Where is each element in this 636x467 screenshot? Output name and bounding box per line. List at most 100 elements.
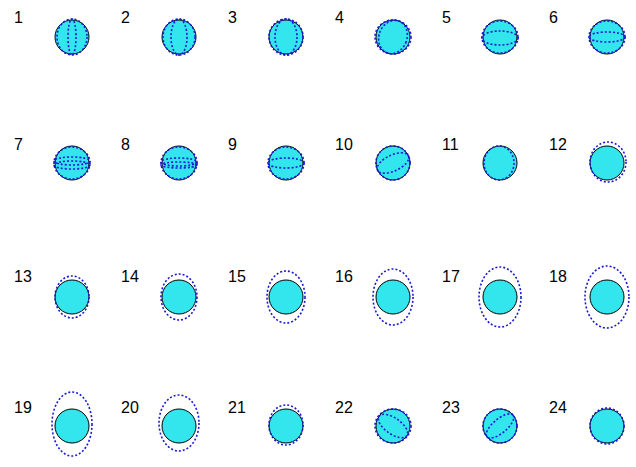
mode-outline <box>589 32 625 42</box>
panel-number: 11 <box>442 136 459 154</box>
panel-number-holder: 19 <box>14 399 32 417</box>
panel-number: 1 <box>14 9 23 27</box>
panel-number-holder: 2 <box>121 9 130 27</box>
panel-number-holder: 8 <box>121 136 130 154</box>
panel-number: 13 <box>14 268 32 286</box>
mode-outline <box>55 276 89 318</box>
mode-outline <box>374 16 412 58</box>
mode-panel <box>585 266 629 328</box>
panel-number-holder: 12 <box>549 136 567 154</box>
mode-outline <box>483 409 517 443</box>
panel-number-holder: 15 <box>228 268 246 286</box>
mode-outline <box>590 408 624 444</box>
panel-number: 7 <box>14 136 23 154</box>
mode-outline <box>52 392 92 456</box>
sphere-disc <box>483 20 517 54</box>
sphere-disc <box>269 20 303 54</box>
mode-outline <box>482 21 518 53</box>
mode-outline <box>268 147 304 179</box>
mode-outline <box>269 405 303 445</box>
mode-panel <box>482 409 517 443</box>
sphere-disc <box>55 409 89 443</box>
panel-number: 9 <box>228 136 237 154</box>
mode-outline <box>484 146 514 180</box>
mode-outline <box>161 162 197 168</box>
panel-number: 12 <box>549 136 567 154</box>
mode-outline <box>57 19 87 55</box>
panel-number-holder: 18 <box>549 268 567 286</box>
panel-number-holder: 13 <box>14 268 32 286</box>
sphere-disc <box>269 280 303 314</box>
panel-number: 14 <box>121 268 139 286</box>
sphere-disc <box>55 20 89 54</box>
mode-panel <box>479 267 521 327</box>
mode-outline <box>375 409 411 443</box>
panel-number-holder: 1 <box>14 9 23 27</box>
sphere-disc <box>376 146 410 180</box>
mode-outline <box>482 31 518 45</box>
mode-panel <box>589 20 625 54</box>
mode-panel <box>269 405 303 445</box>
panel-number-holder: 10 <box>335 136 353 154</box>
mode-panel <box>52 392 92 456</box>
sphere-disc <box>162 146 196 180</box>
panel-number: 3 <box>228 9 237 27</box>
panel-number: 8 <box>121 136 130 154</box>
mode-panel <box>269 19 303 55</box>
mode-panel <box>373 269 413 325</box>
sphere-disc <box>269 146 303 180</box>
mode-outline <box>268 158 304 168</box>
mode-outline <box>269 19 303 55</box>
panel-number-holder: 23 <box>442 399 460 417</box>
mode-outline <box>376 146 410 180</box>
mode-outline <box>482 410 517 443</box>
panel-number: 20 <box>121 399 139 417</box>
mode-outline <box>374 149 412 178</box>
mode-outline <box>54 161 90 169</box>
sphere-disc <box>162 20 196 54</box>
sphere-disc <box>55 280 89 314</box>
panel-number-holder: 4 <box>335 9 344 27</box>
sphere-disc <box>590 409 624 443</box>
sphere-disc <box>162 280 196 314</box>
mode-outline <box>479 267 521 327</box>
mode-outline <box>171 19 187 55</box>
mode-panel <box>55 19 89 55</box>
panel-number-holder: 22 <box>335 399 353 417</box>
mode-outline <box>590 142 626 182</box>
sphere-disc <box>483 146 517 180</box>
panel-number-holder: 14 <box>121 268 139 286</box>
mode-outline <box>161 274 197 320</box>
mode-panel <box>590 408 624 444</box>
panel-number-holder: 24 <box>549 399 567 417</box>
mode-panel <box>55 276 89 318</box>
panel-number-holder: 17 <box>442 268 460 286</box>
panel-number: 6 <box>549 9 558 27</box>
mode-outline <box>374 410 411 443</box>
mode-outline <box>267 271 305 323</box>
panel-number: 17 <box>442 268 460 286</box>
panel-number: 22 <box>335 399 353 417</box>
sphere-disc <box>55 146 89 180</box>
mode-outline <box>54 147 90 179</box>
mode-panel <box>374 16 412 58</box>
panel-number-holder: 6 <box>549 9 558 27</box>
panel-number: 4 <box>335 9 344 27</box>
sphere-disc <box>162 409 196 443</box>
panel-number: 19 <box>14 399 32 417</box>
panel-number: 5 <box>442 9 451 27</box>
panel-number-holder: 9 <box>228 136 237 154</box>
mode-panel <box>374 409 411 443</box>
panel-number-holder: 5 <box>442 9 451 27</box>
mode-panel <box>161 274 197 320</box>
panel-number-holder: 16 <box>335 268 353 286</box>
mode-outline <box>163 19 195 55</box>
sphere-disc <box>483 409 517 443</box>
mode-outline <box>275 19 297 55</box>
mode-panel <box>162 19 196 55</box>
sphere-disc <box>269 409 303 443</box>
mode-panel <box>267 271 305 323</box>
panel-number: 2 <box>121 9 130 27</box>
